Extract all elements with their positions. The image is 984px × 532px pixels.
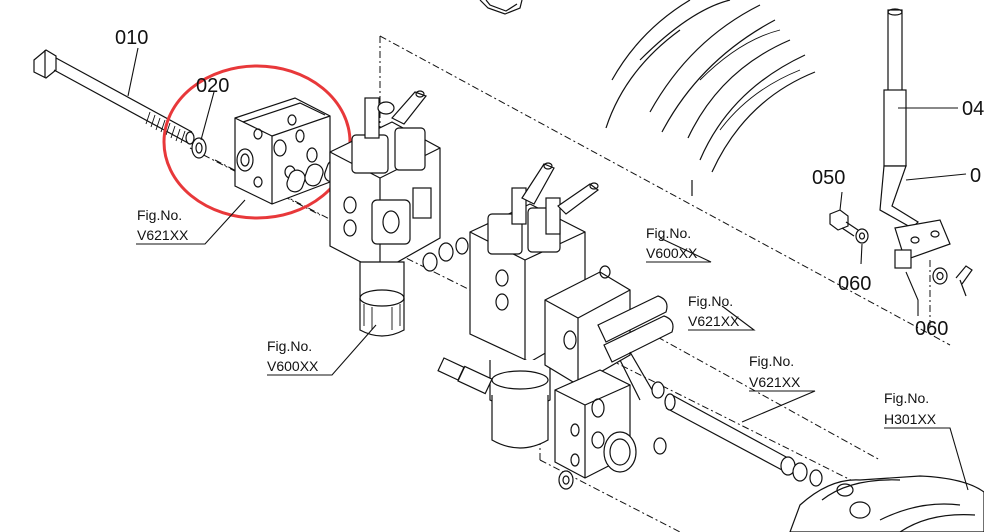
lower-fitting-plate <box>554 369 667 490</box>
fig-ref-label-6: Fig.No. <box>884 390 929 406</box>
part-number-020: 020 <box>196 75 229 97</box>
figure-reference-labels: Fig.No. V621XX Fig.No. V600XX Fig.No. V6… <box>137 207 937 427</box>
fig-ref-code-1: V621XX <box>137 227 189 243</box>
fig-ref-label-2: Fig.No. <box>646 225 691 241</box>
fig-ref-label-4: Fig.No. <box>267 338 312 354</box>
control-valve-section-2 <box>469 162 599 449</box>
side-fitting <box>437 357 493 395</box>
bolt-050 <box>829 209 859 237</box>
washer-060-a <box>855 228 869 244</box>
long-bolt-010 <box>33 49 195 145</box>
part-number-010: 010 <box>115 27 148 49</box>
end-cover-plate <box>234 97 331 205</box>
tube-pipe <box>664 393 823 487</box>
lift-housing <box>789 475 984 532</box>
part-number-050: 050 <box>812 167 845 189</box>
washer-060-b <box>932 267 948 285</box>
leader-lines <box>127 47 969 491</box>
fig-ref-label-3: Fig.No. <box>688 293 733 309</box>
cotter-pin <box>955 265 973 297</box>
washer-020 <box>191 137 207 159</box>
fig-ref-code-6: H301XX <box>884 411 937 427</box>
part-number-060-b: 060 <box>915 318 948 340</box>
part-number-labels: 010 020 050 060 060 04 0 <box>115 27 984 340</box>
fig-ref-label-5: Fig.No. <box>749 353 794 369</box>
fig-ref-code-2: V600XX <box>646 245 698 261</box>
fig-ref-code-4: V600XX <box>267 358 319 374</box>
control-lever <box>879 8 951 269</box>
chassis-outline <box>479 0 816 196</box>
part-number-060-a: 060 <box>838 273 871 295</box>
connector-pipes <box>597 295 674 401</box>
control-valve-section-1 <box>329 90 441 337</box>
right-end-plate <box>544 265 631 386</box>
fig-ref-label-1: Fig.No. <box>137 207 182 223</box>
fig-ref-code-3: V621XX <box>688 313 740 329</box>
fig-ref-code-5: V621XX <box>749 374 801 390</box>
part-number-04-partial: 04 <box>962 98 984 120</box>
part-number-0-partial: 0 <box>970 165 981 187</box>
